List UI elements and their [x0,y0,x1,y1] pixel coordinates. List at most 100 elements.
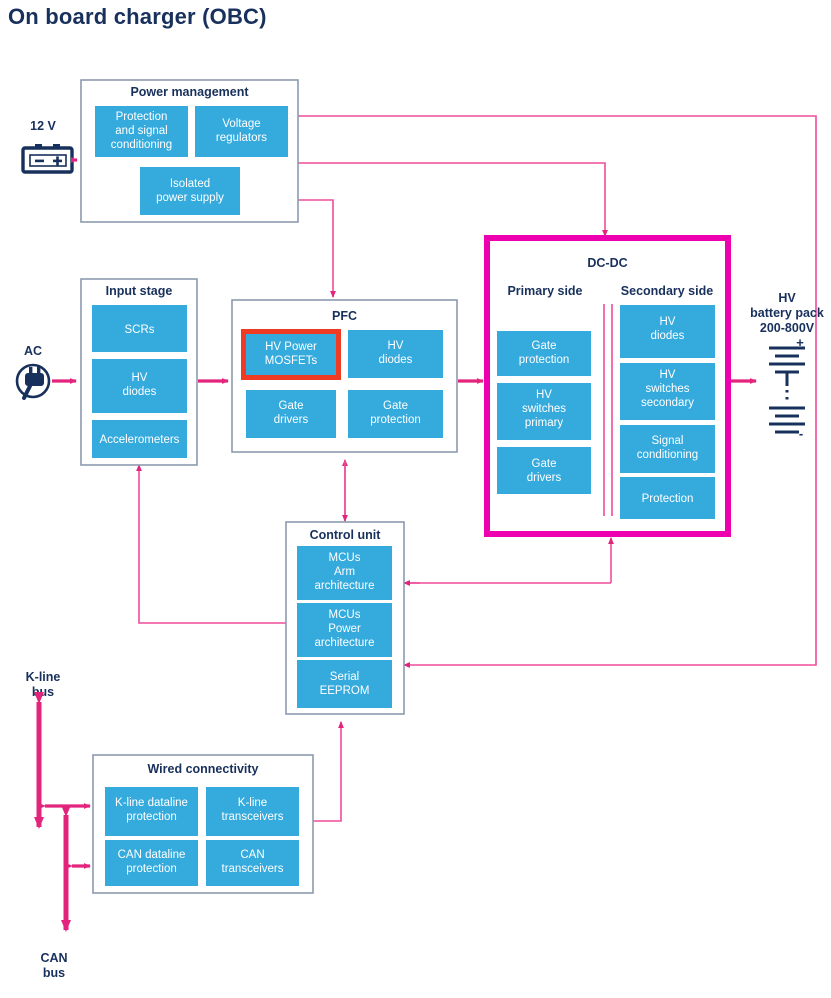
can-bus-label-line1: CAN [40,951,67,965]
block-k-line-dataline-protection[interactable] [105,787,198,836]
block-label: diodes [379,354,413,366]
group-dc-dc[interactable]: DC-DC Primary side Secondary side Gate p… [484,235,731,537]
block-protection-secondary[interactable] [620,477,715,519]
block-label: HV [660,316,676,328]
block-gate-drivers-primary[interactable] [497,447,591,494]
input-stage-title: Input stage [106,284,173,298]
battery-cell-icon: + - [769,335,805,441]
dc-dc-secondary-side-title: Secondary side [621,284,713,298]
dc-dc-title: DC-DC [587,256,627,270]
group-power-management[interactable]: Power management Protection and signal c… [80,79,299,223]
block-label: Gate [532,458,557,470]
block-label: diodes [651,330,685,342]
block-hv-power-mosfets[interactable] [246,334,336,375]
block-hv-diodes[interactable] [348,330,443,378]
supply-12v-label: 12 V [30,119,56,133]
block-signal-conditioning-secondary[interactable] [620,425,715,473]
block-label: Gate [532,340,557,352]
block-can-transceivers[interactable] [206,840,299,886]
block-label: Voltage [222,118,260,130]
block-gate-protection-primary[interactable] [497,331,591,376]
ac-source-label: AC [24,344,42,358]
block-label: switches [522,403,566,415]
block-label: drivers [274,414,309,426]
block-label: transceivers [222,811,284,823]
block-label: EEPROM [320,685,370,697]
block-label: Isolated [170,178,210,190]
block-label: HV [132,372,148,384]
block-voltage-regulators[interactable] [195,106,288,157]
supply-12v: 12 V [21,119,78,174]
block-protection-and-signal-conditioning[interactable] [95,106,188,157]
block-isolated-power-supply[interactable] [140,167,240,215]
battery-12v-icon [21,144,74,174]
dc-dc-primary-side-title: Primary side [507,284,582,298]
block-label: architecture [314,637,374,649]
wire-control-unit-to-input-stage [136,464,286,624]
block-label: Serial [330,671,359,683]
block-can-dataline-protection[interactable] [105,840,198,886]
block-hv-switches-primary[interactable] [497,383,591,440]
power-management-title: Power management [130,85,249,99]
block-label: diodes [123,386,157,398]
isolation-barrier [603,304,613,516]
control-unit-title: Control unit [310,528,382,542]
connection-wires [136,115,817,822]
block-gate-drivers[interactable] [246,390,336,438]
block-label: architecture [314,580,374,592]
block-label: MCUs [329,609,361,621]
block-label: CAN [240,849,264,861]
can-bus: CAN bus [40,805,91,980]
kline-bus-label-line1: K-line [26,670,61,684]
block-label: protection [126,863,177,875]
hv-power-mosfets-highlight [241,329,341,380]
can-bus-label-line2: bus [43,966,65,980]
block-mcus-power-architecture[interactable] [297,603,392,657]
block-label: Arm [334,566,355,578]
block-label: conditioning [111,139,172,151]
block-label: switches [645,383,689,395]
kline-bus-label-line2: bus [32,685,54,699]
block-gate-protection[interactable] [348,390,443,438]
hv-battery-label-line2: battery pack [750,306,824,320]
block-label: Protection [642,493,694,505]
block-label: HV [536,389,552,401]
block-label: protection [126,811,177,823]
block-label: K-line [238,797,267,809]
block-k-line-transceivers[interactable] [206,787,299,836]
block-label: Gate [279,400,304,412]
block-label: conditioning [637,449,698,461]
block-mcus-arm-architecture[interactable] [297,546,392,600]
page-title: On board charger (OBC) [8,4,267,29]
block-label: K-line dataline [115,797,188,809]
block-label: protection [519,354,570,366]
hv-battery-label-line3: 200-800V [760,321,815,335]
group-pfc[interactable]: PFC HV Power MOSFETs HV diodes Gate driv… [231,299,458,453]
pfc-title: PFC [332,309,357,323]
block-label: transceivers [222,863,284,875]
wire-pm-to-dcdc [298,162,608,237]
ac-source: AC [15,344,77,400]
block-label: power supply [156,192,224,204]
block-label: HV Power [265,341,317,353]
group-wired-connectivity[interactable]: Wired connectivity K-line dataline prote… [92,754,314,894]
block-serial-eeprom[interactable] [297,660,392,708]
block-hv-diodes-secondary[interactable] [620,305,715,358]
block-label: CAN dataline [118,849,186,861]
block-label: drivers [527,472,562,484]
block-label: HV [660,369,676,381]
hv-battery-label-line1: HV [778,291,796,305]
block-hv-diodes[interactable] [92,359,187,413]
block-label: Gate [383,400,408,412]
battery-minus-sign: - [799,426,803,441]
block-label: SCRs [124,324,154,336]
group-input-stage[interactable]: Input stage SCRs HV diodes Accelerometer… [80,278,198,466]
block-label: Protection [116,111,168,123]
block-accelerometers[interactable] [92,420,187,458]
wire-pm-to-control-unit-right [298,115,817,668]
group-control-unit[interactable]: Control unit MCUs Arm architecture MCUs … [285,521,405,715]
wire-pm-to-pfc [298,199,336,298]
block-hv-switches-secondary[interactable] [620,363,715,420]
block-scrs[interactable] [92,305,187,352]
